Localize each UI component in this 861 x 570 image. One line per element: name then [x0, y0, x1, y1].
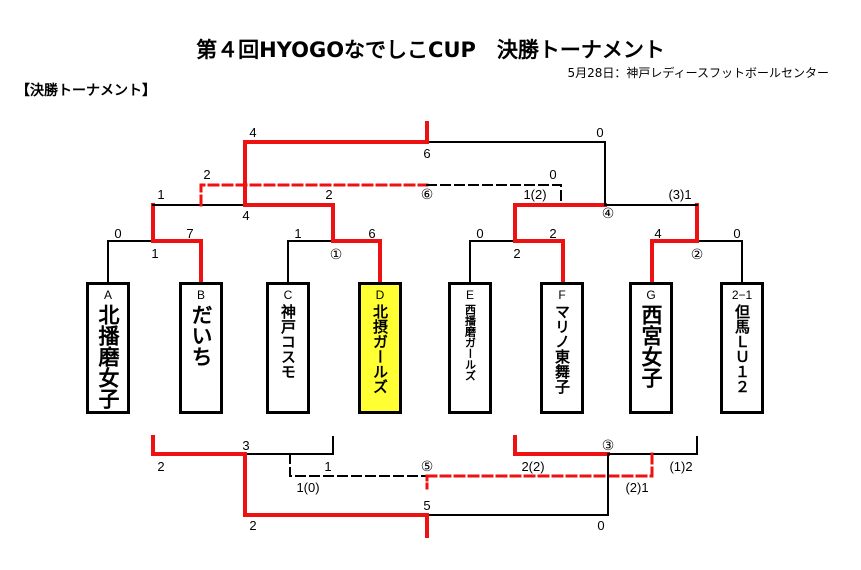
- final-left: [243, 140, 429, 207]
- score-m6-l: 2: [203, 167, 210, 182]
- m5-right: [425, 452, 654, 478]
- bottom-final-left: [243, 452, 429, 517]
- score-r1-f: 2: [549, 226, 556, 241]
- score-sf-left-l: 1: [157, 187, 164, 202]
- score-sf-right-l: 1(2): [523, 187, 546, 202]
- match-label-6: ⑥: [421, 187, 434, 203]
- team-id: A: [103, 288, 112, 302]
- team-box-d: D 北摂ガールズ: [358, 282, 402, 414]
- team-box-g: G 西宮女子: [629, 282, 673, 414]
- score-r1-a: 0: [114, 226, 121, 241]
- score-r1-c: 1: [294, 226, 301, 241]
- team-id: E: [465, 288, 474, 302]
- line-g: [650, 239, 699, 285]
- team-box-h: 2−1 但馬ＬＵ１２: [720, 282, 764, 414]
- bottom-final-right: [426, 453, 609, 516]
- score-final-l: 4: [249, 125, 256, 140]
- team-id: G: [646, 288, 656, 302]
- score-m3-l: 2(2): [521, 459, 544, 474]
- team-name: マリノ東舞子: [553, 304, 571, 394]
- m3-right: [607, 436, 698, 455]
- score-m7-r: 0: [597, 518, 604, 533]
- page-title: 第４回HYOGOなでしこCUP 決勝トーナメント: [196, 38, 665, 62]
- m3-left: [513, 435, 610, 456]
- team-name: 西播磨ガールズ: [463, 304, 477, 381]
- m6-left: [199, 183, 429, 207]
- line-f: [513, 239, 565, 285]
- section-heading: 【決勝トーナメント】: [16, 83, 156, 99]
- team-id: F: [558, 288, 566, 302]
- score-sf-left-center: 4: [242, 208, 249, 223]
- line-a: [107, 240, 154, 284]
- team-id: C: [283, 288, 293, 302]
- team-box-b: B だいち: [179, 282, 223, 414]
- team-name: 北摂ガールズ: [371, 304, 389, 394]
- score-r1-d: 6: [368, 226, 375, 241]
- team-name: 神戸コスモ: [279, 304, 297, 379]
- score-sf-right-r: (3)1: [668, 187, 691, 202]
- score-m7-center: 5: [423, 498, 430, 513]
- m5-left: [289, 453, 428, 477]
- team-name: 西宮女子: [639, 304, 663, 388]
- team-box-a: A 北播磨女子: [86, 282, 130, 414]
- team-name: だいち: [189, 304, 213, 367]
- score-r1-e: 0: [476, 226, 483, 241]
- score-final-r: 0: [596, 125, 603, 140]
- bl-left: [151, 435, 247, 456]
- match-label-3: ③: [602, 438, 615, 454]
- score-m6-r: 0: [549, 167, 556, 182]
- score-m5-l: 1(0): [296, 480, 319, 495]
- score-bl-r: 1: [324, 459, 331, 474]
- team-name: 但馬ＬＵ１２: [733, 304, 751, 394]
- team-id: B: [196, 288, 205, 302]
- final-right: [426, 141, 606, 206]
- match-label-2: ②: [691, 247, 704, 263]
- team-box-f: F マリノ東舞子: [540, 282, 584, 414]
- score-sf-left-r: 2: [325, 187, 332, 202]
- score-bl-l: 2: [157, 459, 164, 474]
- team-name: 北播磨女子: [96, 304, 120, 409]
- score-r1-h: 0: [733, 226, 740, 241]
- line-b: [151, 239, 203, 285]
- score-bl-center: 3: [242, 438, 249, 453]
- match-label-1: ①: [330, 247, 343, 263]
- match-label-4: ④: [602, 206, 615, 222]
- score-m5-r: (2)1: [625, 480, 648, 495]
- team-id: 2−1: [731, 288, 753, 302]
- team-id: D: [375, 288, 385, 302]
- event-date-venue: 5月28日：神戸レディースフットボールセンター: [567, 66, 829, 80]
- score-r1-ab-marker: 1: [151, 246, 158, 261]
- line-c: [287, 240, 334, 284]
- line-d: [331, 239, 382, 285]
- line-h: [696, 240, 743, 284]
- score-r1-b: 7: [186, 226, 193, 241]
- score-r1-g: 4: [654, 226, 661, 241]
- team-box-c: C 神戸コスモ: [266, 282, 310, 414]
- line-e: [469, 240, 516, 284]
- score-final-center: 6: [423, 146, 430, 161]
- bl-right: [244, 436, 334, 455]
- team-box-e: E 西播磨ガールズ: [448, 282, 492, 414]
- match-label-5: ⑤: [421, 459, 434, 475]
- score-r1-ef-marker: 2: [513, 246, 520, 261]
- m6-right: [426, 184, 562, 206]
- score-m7-l: 2: [249, 518, 256, 533]
- score-m3-r: (1)2: [669, 459, 692, 474]
